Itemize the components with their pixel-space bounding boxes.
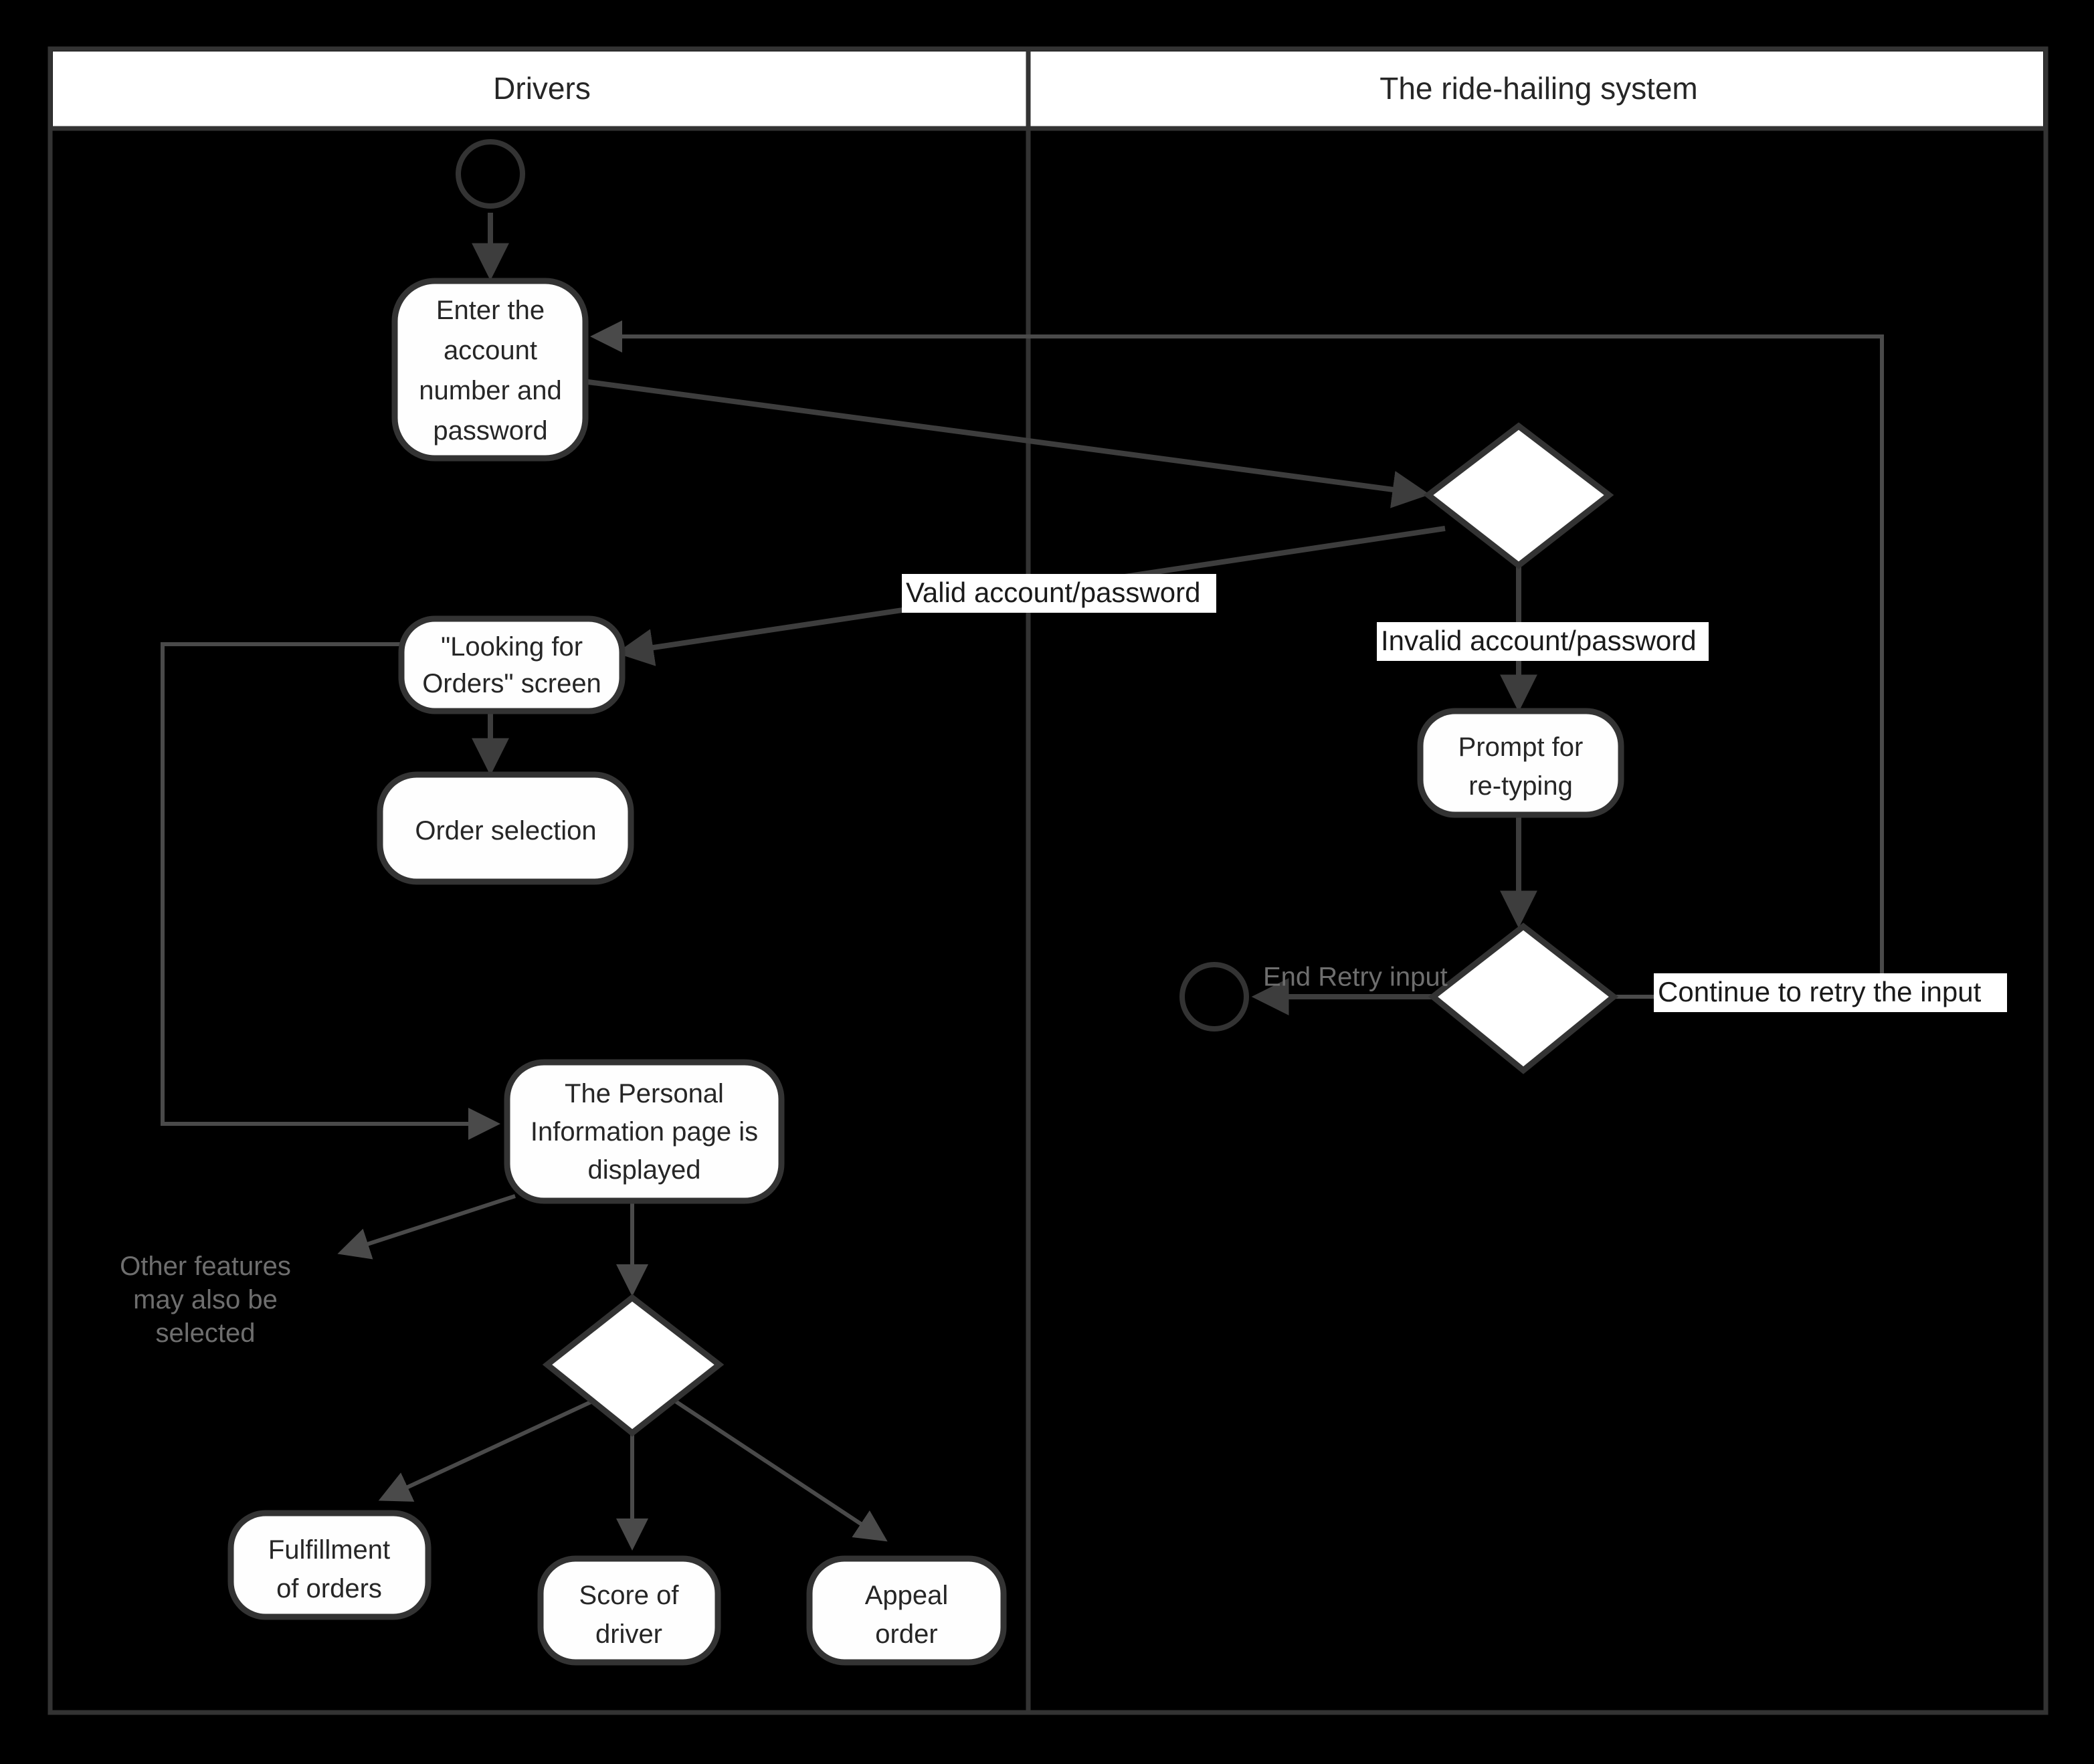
edge-personal-info-to-other-features	[337, 1194, 516, 1260]
lane-header-band	[53, 52, 2043, 126]
lane-header-system: The ride-hailing system	[1379, 71, 1698, 106]
decision-feature-selection[interactable]	[542, 1294, 725, 1437]
node-appeal-order-line-1: Appeal	[865, 1581, 949, 1610]
node-enter-credentials-line-2: account	[444, 336, 537, 365]
edge-continue-retry-loop	[590, 320, 1884, 999]
node-looking-for-orders-line-2: Orders" screen	[422, 669, 601, 698]
node-order-selection[interactable]: Order selection	[377, 771, 634, 885]
edge-feature-to-fulfillment	[378, 1399, 593, 1502]
edge-looking-to-personal-info	[161, 642, 500, 1140]
node-enter-credentials[interactable]: Enter the account number and password	[391, 278, 589, 462]
edge-enter-to-validate	[583, 379, 1430, 508]
start-node[interactable]	[456, 139, 525, 209]
node-prompt-retype[interactable]: Prompt for re-typing	[1417, 708, 1624, 818]
node-personal-info-line-3: displayed	[587, 1155, 700, 1185]
lane-header-drivers: Drivers	[493, 71, 591, 106]
node-appeal-order[interactable]: Appeal order	[806, 1555, 1007, 1666]
edge-label-invalid-account-text: Invalid account/password	[1381, 625, 1697, 656]
node-score-of-driver[interactable]: Score of driver	[537, 1555, 721, 1666]
note-other-features-line-2: may also be	[133, 1285, 278, 1314]
end-node-retry[interactable]	[1179, 962, 1249, 1032]
decision-validate-credentials[interactable]	[1423, 422, 1614, 569]
node-score-of-driver-line-1: Score of	[579, 1581, 680, 1610]
edge-feature-to-appeal	[674, 1399, 888, 1542]
edge-label-valid-account: Valid account/password	[902, 574, 1216, 613]
node-looking-for-orders[interactable]: "Looking for Orders" screen	[398, 615, 626, 714]
node-fulfillment-of-orders[interactable]: Fulfillment of orders	[227, 1510, 432, 1620]
edge-label-valid-account-text: Valid account/password	[906, 577, 1200, 608]
note-other-features-line-1: Other features	[120, 1252, 291, 1281]
node-personal-info-line-1: The Personal	[565, 1079, 724, 1108]
node-personal-info-line-2: Information page is	[531, 1117, 758, 1147]
node-fulfillment-line-1: Fulfillment	[268, 1535, 390, 1565]
node-prompt-retype-line-1: Prompt for	[1458, 732, 1584, 762]
node-enter-credentials-line-4: password	[433, 416, 547, 446]
edge-label-continue-retry: Continue to retry the input	[1654, 973, 2007, 1012]
node-score-of-driver-line-2: driver	[595, 1620, 662, 1649]
note-other-features-line-3: selected	[156, 1318, 256, 1348]
node-personal-info-page[interactable]: The Personal Information page is display…	[504, 1059, 785, 1204]
node-order-selection-label: Order selection	[415, 816, 596, 846]
node-appeal-order-line-2: order	[875, 1620, 937, 1649]
node-looking-for-orders-line-1: "Looking for	[441, 632, 583, 662]
edge-label-invalid-account: Invalid account/password	[1377, 622, 1709, 661]
swimlane-outer-frame	[47, 46, 2049, 1715]
node-prompt-retype-line-2: re-typing	[1468, 771, 1573, 801]
edge-label-continue-retry-text: Continue to retry the input	[1658, 976, 1982, 1007]
node-fulfillment-line-2: of orders	[276, 1574, 382, 1603]
edge-label-end-retry-input: End Retry input	[1263, 963, 1448, 992]
node-enter-credentials-line-3: number and	[419, 376, 561, 405]
node-enter-credentials-line-1: Enter the	[436, 296, 545, 325]
note-other-features: Other features may also be selected	[120, 1252, 291, 1348]
decision-retry-input[interactable]	[1428, 922, 1619, 1074]
